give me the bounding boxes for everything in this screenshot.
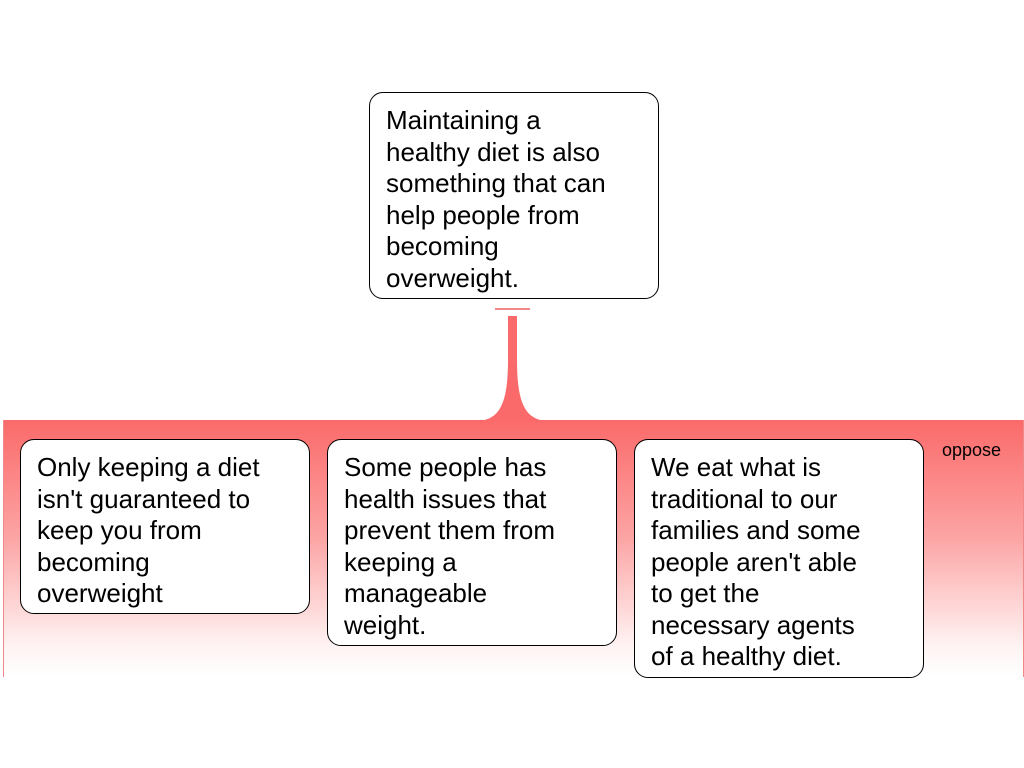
main-claim-node[interactable]: Maintaining a healthy diet is also somet…: [369, 92, 659, 299]
objection-node-2[interactable]: Some people has health issues that preve…: [327, 439, 617, 646]
objection-node-1[interactable]: Only keeping a diet isn't guaranteed to …: [20, 439, 310, 614]
connector-stem: [477, 316, 548, 421]
objection-node-3[interactable]: We eat what is traditional to our famili…: [634, 439, 924, 678]
group-label-oppose: oppose: [942, 440, 1002, 460]
